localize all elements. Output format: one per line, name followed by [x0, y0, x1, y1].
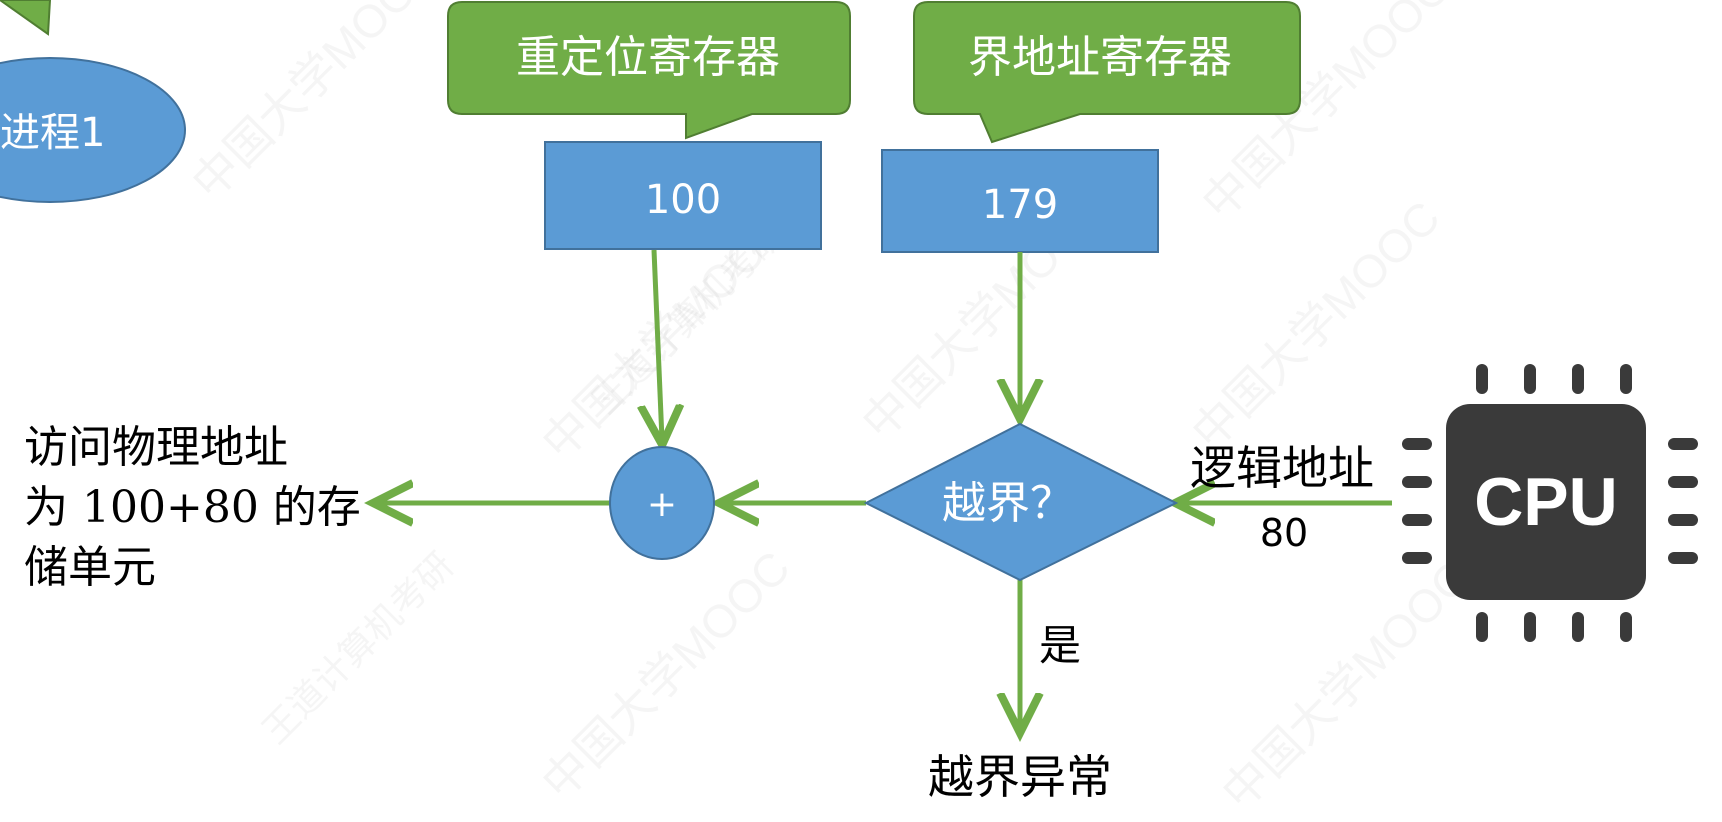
adder-node: + [609, 446, 715, 560]
logical-address-value: 80 [1260, 511, 1308, 555]
exception-label: 越界异常 [928, 750, 1112, 804]
yes-label: 是 [1039, 621, 1081, 670]
relocation-register-box: 100 [544, 141, 822, 250]
cpu-label: CPU [1474, 464, 1618, 540]
logical-address-label: 逻辑地址 [1190, 441, 1374, 495]
physical-access-line: 访问物理地址 [24, 422, 288, 473]
process-ellipse [0, 57, 186, 203]
physical-access-text: 访问物理地址 为 100+80 的存 储单元 [24, 422, 361, 593]
limit-register-callout: 界地址寄存器 [913, 1, 1301, 144]
process-node: 进程1 [0, 0, 186, 203]
limit-register-box: 179 [881, 149, 1159, 253]
relocation-register-value: 100 [645, 177, 721, 223]
relocation-register-label: 重定位寄存器 [516, 32, 780, 83]
limit-register-value: 179 [982, 182, 1058, 228]
process-label: 进程1 [0, 110, 105, 156]
cpu-icon: CPU [1402, 364, 1698, 642]
arrow-relocation-to-adder [654, 249, 662, 440]
physical-access-line: 储单元 [24, 542, 156, 593]
adder-symbol: + [647, 484, 677, 525]
physical-access-line: 为 100+80 的存 [24, 482, 361, 533]
bounds-check-node: 越界？ [863, 422, 1179, 582]
relocation-register-callout: 重定位寄存器 [447, 1, 851, 140]
limit-register-label: 界地址寄存器 [968, 32, 1232, 83]
process-callout-tail [0, 0, 52, 36]
bounds-check-label: 越界？ [942, 478, 1074, 529]
